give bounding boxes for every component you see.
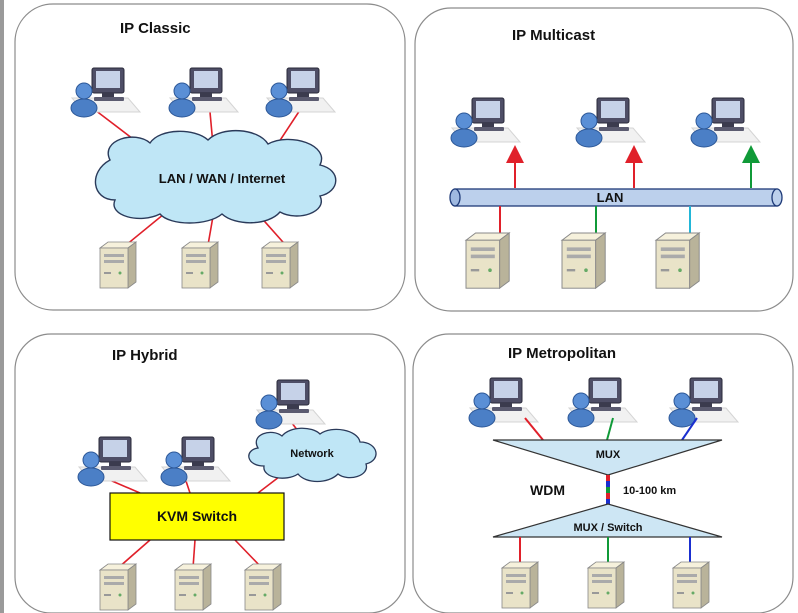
link-line [681,417,698,441]
left-border-strip [0,0,4,613]
cloud-label: LAN / WAN / Internet [159,171,286,186]
kvm-switch-label: KVM Switch [157,508,237,524]
server-tower-icon [244,563,282,611]
server-tower-icon [261,241,299,289]
mux-bottom-label: MUX / Switch [573,522,642,534]
link-line [524,417,544,441]
server-tower-icon [99,563,137,611]
panel-ip-classic: IP Classic LAN / WAN / Internet [14,3,406,311]
wdm-label: WDM [530,482,565,498]
cloud-label: Network [290,448,334,460]
distance-label: 10-100 km [623,485,676,497]
server-tower-icon [561,232,606,289]
server-tower-icon [672,561,710,609]
link-line [606,417,614,441]
panel-title: IP Classic [120,20,191,37]
panel-ip-multicast: IP Multicast LAN [414,7,794,312]
cloud-icon [248,427,377,483]
bus-label: LAN [597,190,624,205]
panel-title: IP Metropolitan [508,345,616,362]
panel-ip-hybrid: IP Hybrid Network KVM Switch [14,333,406,613]
panel-title: IP Hybrid [112,347,178,364]
panel-title: IP Multicast [512,27,595,44]
server-tower-icon [181,241,219,289]
server-tower-icon [99,241,137,289]
panel-ip-metropolitan: IP Metropolitan MUX WDM 10-100 km MUX / … [412,333,794,613]
mux-triangle-icon [492,439,723,476]
server-tower-icon [174,563,212,611]
server-tower-icon [655,232,700,289]
server-tower-icon [465,232,510,289]
cloud-icon [94,129,337,224]
server-tower-icon [501,561,539,609]
lan-bus: LAN [449,188,783,207]
mux-top-label: MUX [596,449,621,461]
kvm-switch-box [109,492,285,541]
server-tower-icon [587,561,625,609]
